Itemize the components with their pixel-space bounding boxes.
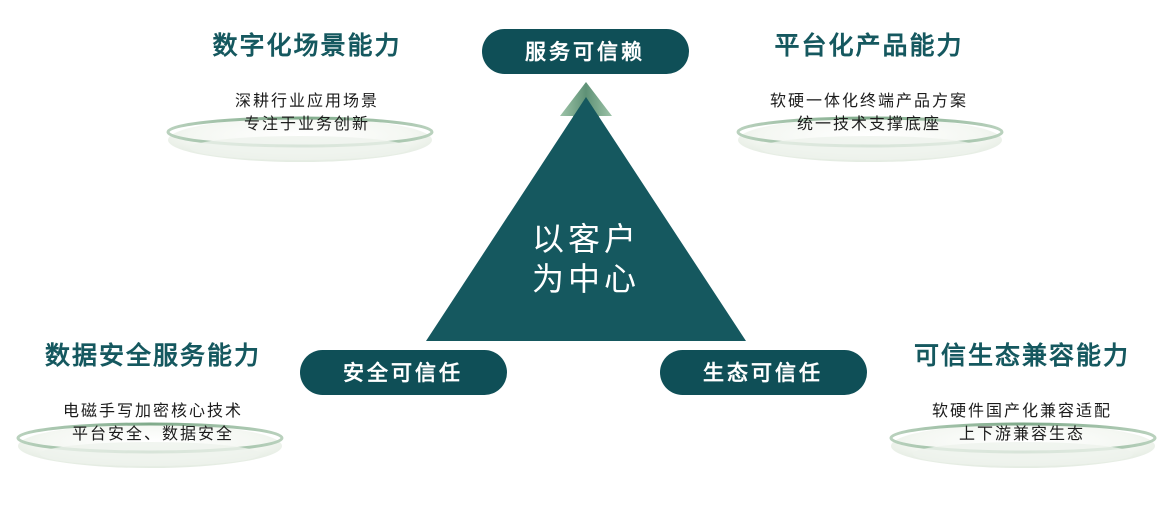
- pill-right-text: 生态可信任: [703, 360, 823, 385]
- pill-left-text: 安全可信任: [343, 360, 463, 385]
- dish-top-left: [166, 116, 434, 162]
- dish-bottom-left: [16, 422, 284, 468]
- capability-desc-top-left-2: 专注于业务创新: [244, 114, 370, 133]
- capability-desc-top-right-1: 软硬一体化终端产品方案: [770, 91, 968, 110]
- capability-title-bottom-left: 数据安全服务能力: [45, 341, 261, 370]
- capability-title-top-left: 数字化场景能力: [212, 31, 401, 60]
- center-text-line2: 为中心: [532, 260, 640, 298]
- capability-desc-bottom-left-2: 平台安全、数据安全: [72, 424, 234, 443]
- capability-desc-bottom-left-1: 电磁手写加密核心技术: [63, 401, 243, 420]
- capability-desc-bottom-right-2: 上下游兼容生态: [959, 424, 1085, 443]
- capability-title-bottom-right: 可信生态兼容能力: [914, 341, 1130, 370]
- capability-desc-bottom-right-1: 软硬件国产化兼容适配: [932, 401, 1112, 420]
- center-text-line1: 以客户: [532, 220, 640, 258]
- pill-right: 生态可信任: [660, 350, 867, 395]
- dish-top-right: [736, 116, 1004, 162]
- pill-left: 安全可信任: [300, 350, 507, 395]
- pill-top-text: 服务可信赖: [525, 39, 645, 64]
- center-triangle: [426, 97, 746, 341]
- capability-desc-top-right-2: 统一技术支撑底座: [797, 114, 941, 133]
- capability-desc-top-left-1: 深耕行业应用场景: [235, 91, 379, 110]
- pill-top: 服务可信赖: [482, 29, 689, 74]
- dish-bottom-right: [889, 422, 1157, 468]
- capability-title-top-right: 平台化产品能力: [774, 31, 963, 60]
